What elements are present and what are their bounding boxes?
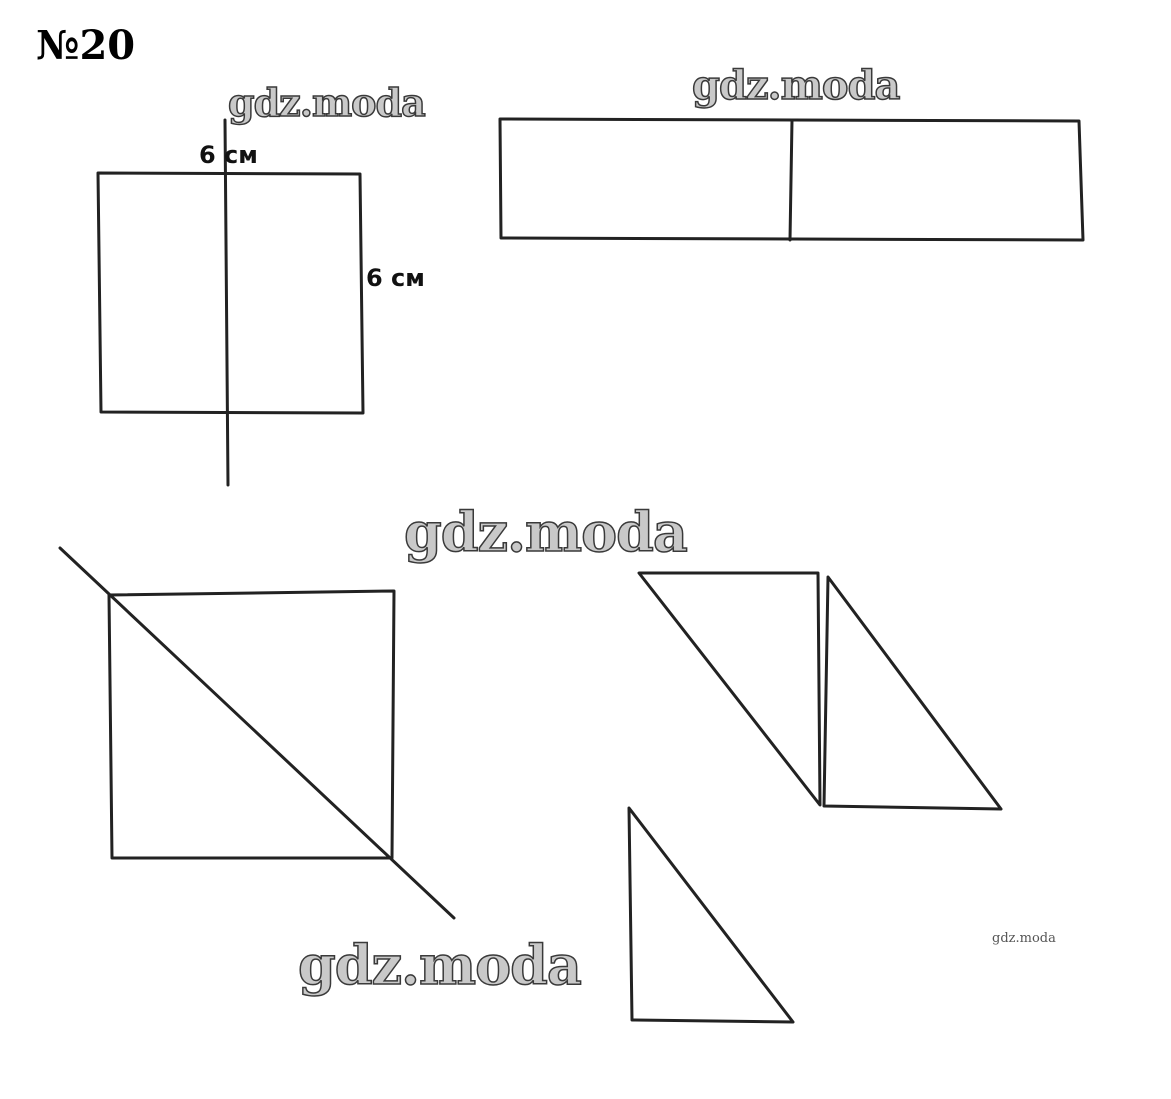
watermark-small: gdz.moda [992,931,1056,946]
watermark-3: gdz.moda [403,500,688,564]
square-top-length-label: 6 см [199,141,258,169]
diagonal-cut-line [58,546,456,920]
watermark-4: gdz.moda [297,933,582,997]
watermark-1: gdz.moda [227,80,426,125]
vertical-cut-line [223,118,230,487]
triangle-upper-left [637,571,822,807]
long-rectangle-outline [498,117,1085,242]
square-outline [96,171,365,415]
square-side-length-label: 6 см [366,264,425,292]
triangle-upper-right [822,575,1003,811]
triangle-lower [627,806,795,1024]
square-with-diagonal-outline [107,589,396,860]
rectangle-divider-line [788,118,794,242]
problem-number: №20 [36,22,136,69]
watermark-2: gdz.moda [691,62,901,109]
